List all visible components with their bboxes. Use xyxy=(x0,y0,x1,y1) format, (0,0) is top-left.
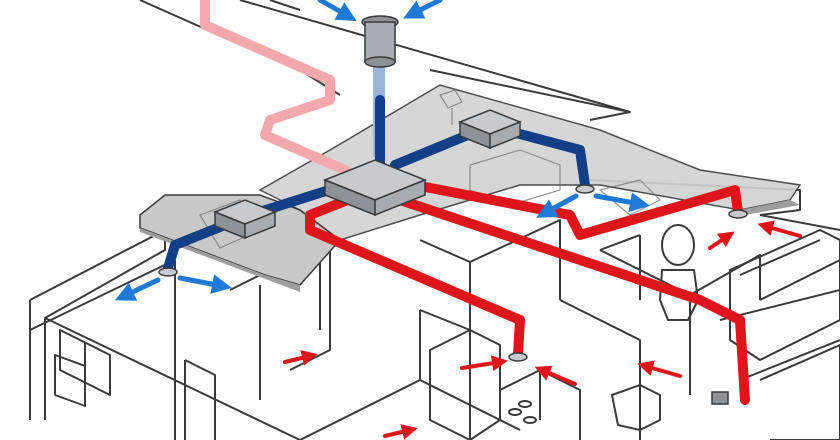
intake-arrow-left xyxy=(317,0,357,21)
partition-8 xyxy=(759,259,840,301)
partition-7 xyxy=(689,254,761,300)
room-right-wall xyxy=(599,234,641,300)
transfer-arrow-kitchen xyxy=(383,424,418,440)
outer-wall-left xyxy=(29,229,166,420)
supply-box-right xyxy=(457,109,523,150)
intake-arrow-right xyxy=(403,0,443,19)
lamp-outline xyxy=(439,89,463,125)
cupboard-right xyxy=(759,344,840,440)
door-left xyxy=(184,359,216,440)
bed-outline xyxy=(598,179,662,216)
supply-arrow-right-2 xyxy=(593,192,650,213)
window-left-1 xyxy=(54,353,86,408)
supply-arrow-right-1 xyxy=(536,193,579,218)
front-wall xyxy=(44,260,301,440)
extract-duct-long-right xyxy=(395,195,750,405)
units xyxy=(158,15,748,405)
roof-gable xyxy=(429,69,631,113)
roof-edge xyxy=(269,0,301,11)
supply-terminal-right xyxy=(575,184,595,194)
hob-ring-3 xyxy=(518,400,532,408)
transfer-arrow-hall xyxy=(283,350,318,366)
extract-terminal-bath xyxy=(728,209,748,219)
extract-arrow-wc-1 xyxy=(637,360,682,378)
supply-terminal-left xyxy=(158,267,178,277)
hob-ring-1 xyxy=(508,408,522,416)
window-left xyxy=(59,329,111,396)
bathtub xyxy=(729,229,840,361)
hob-ring-2 xyxy=(523,416,537,424)
washbasin xyxy=(661,224,695,266)
toilet-upper xyxy=(659,269,699,321)
toilet-lower xyxy=(611,384,661,431)
kitchen-cabinet xyxy=(429,329,501,440)
extract-terminal-kitchen xyxy=(508,352,528,362)
supply-air-arrows xyxy=(114,0,650,301)
extract-air-arrows xyxy=(283,220,802,440)
extract-arrow-kitchen-2 xyxy=(460,355,508,372)
supply-duct-right-box-out xyxy=(500,125,590,190)
supply-duct-left-box-out xyxy=(163,220,230,273)
extract-terminal-wc xyxy=(711,391,729,405)
extract-arrow-kitchen-1 xyxy=(534,365,577,386)
attic-slab-right-shadow xyxy=(740,200,800,215)
extract-arrow-bath-1 xyxy=(757,220,802,238)
supply-box-left xyxy=(212,199,278,240)
extract-duct-right-attic xyxy=(410,180,743,240)
mvhr-unit xyxy=(322,159,428,217)
attic-slab-centre xyxy=(258,84,802,241)
inner-wall-front xyxy=(299,310,521,440)
extract-duct-kitchen xyxy=(305,190,525,360)
supply-arrow-left-1 xyxy=(114,277,161,301)
partition-4 xyxy=(469,219,561,300)
extract-arrow-bath-2 xyxy=(708,231,735,250)
partition-5 xyxy=(559,299,641,440)
roof-cowl xyxy=(361,15,399,68)
supply-arrow-left-2 xyxy=(177,274,232,294)
roof-front-slope xyxy=(139,0,341,96)
sofa-outline xyxy=(469,149,561,206)
floor-edge-front xyxy=(29,259,176,420)
stale-air-exhaust-duct xyxy=(200,0,350,175)
extract-ducts xyxy=(305,180,750,405)
